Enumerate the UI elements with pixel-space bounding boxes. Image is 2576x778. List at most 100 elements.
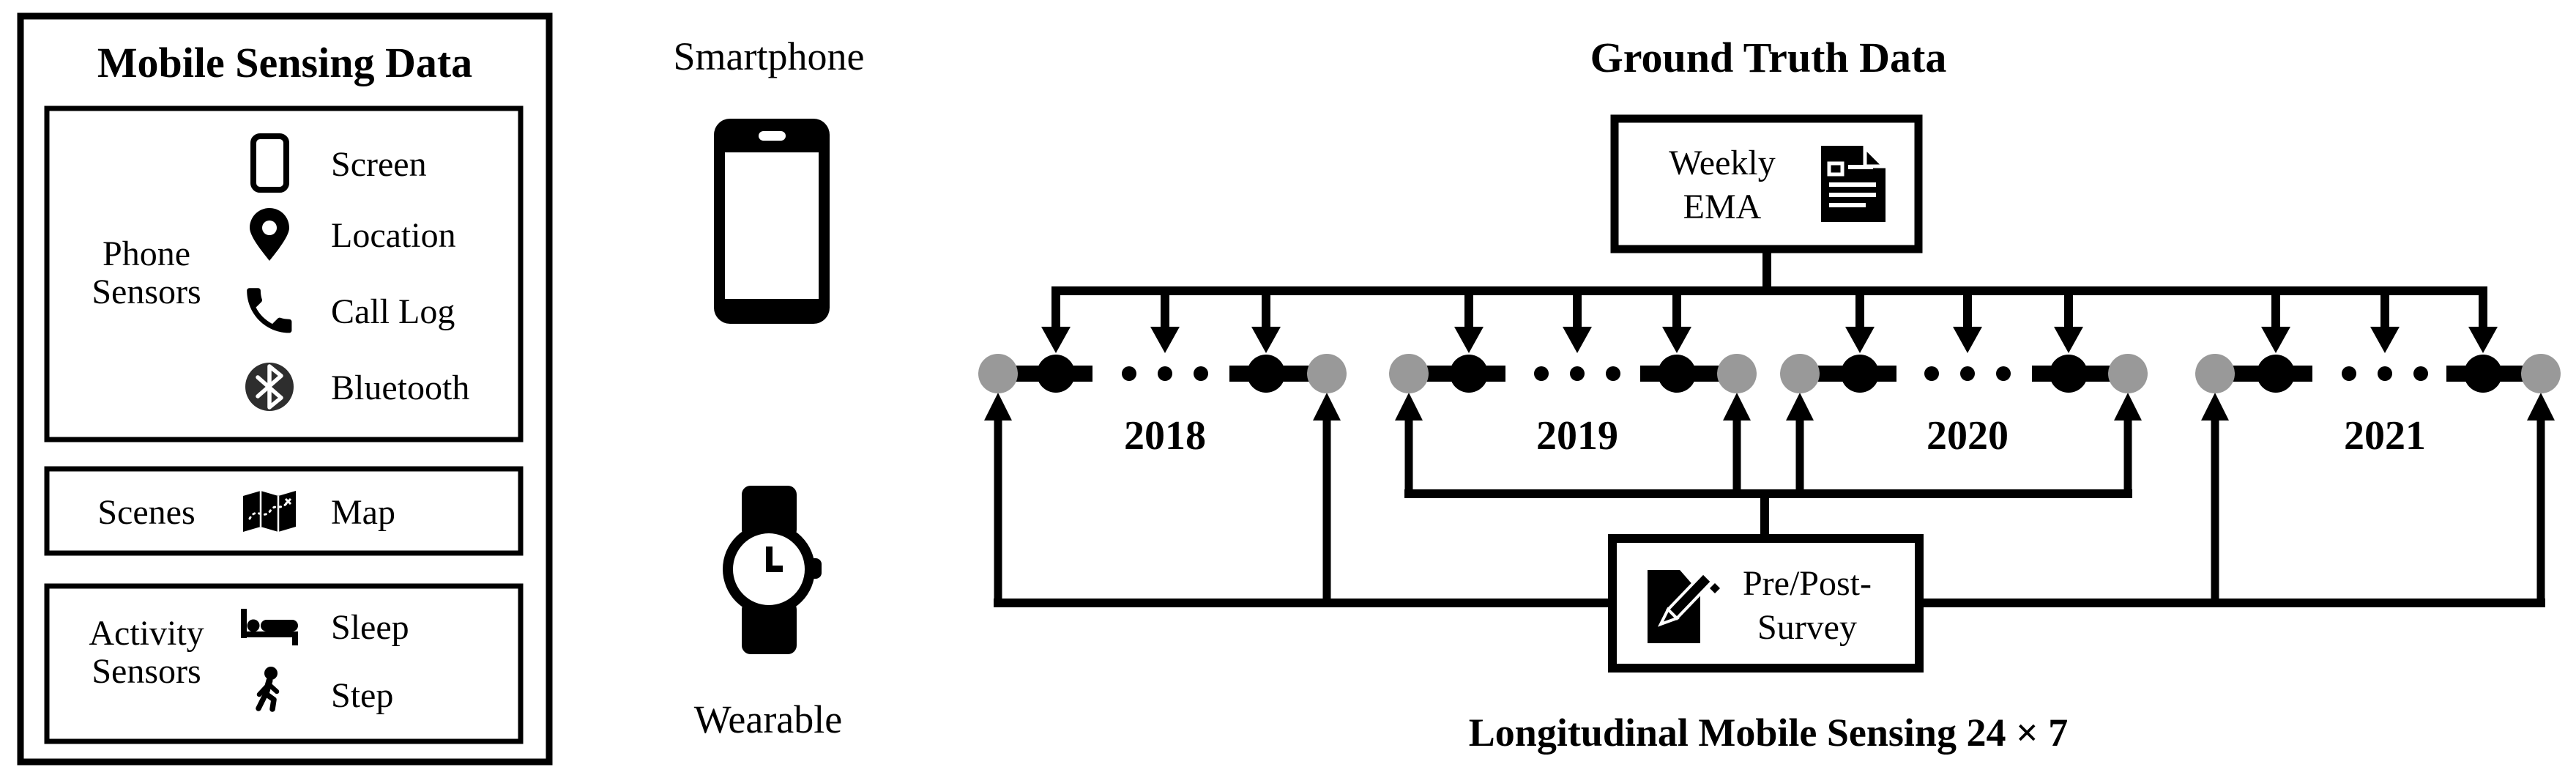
week-node xyxy=(1658,355,1696,393)
timeline-dot xyxy=(1570,366,1585,381)
survey-left-bracket-line xyxy=(994,599,1617,607)
week-node xyxy=(2050,355,2088,393)
survey-node xyxy=(2195,354,2235,393)
timeline-dot xyxy=(2342,366,2356,381)
timeline-dot xyxy=(1534,366,1549,381)
survey-up-arrow xyxy=(2114,393,2142,498)
survey-stem-line xyxy=(1760,494,1769,541)
survey-node xyxy=(2108,354,2148,393)
ema-down-arrow xyxy=(1953,291,1982,353)
wearable-label: Wearable xyxy=(694,697,843,741)
activity-sensors-box xyxy=(44,583,524,744)
survey-node xyxy=(1389,354,1429,393)
smartphone-icon xyxy=(714,119,830,324)
timeline: 2018 2019 xyxy=(978,354,2561,459)
activity-sensors-label-line1: Activity xyxy=(89,614,204,653)
ema-down-arrow xyxy=(2468,291,2498,353)
survey-arrows xyxy=(984,393,2555,607)
timeline-dot xyxy=(2378,366,2392,381)
year-segment-2018: 2018 xyxy=(978,354,1347,459)
year-label-2019: 2019 xyxy=(1536,413,1618,459)
scenes-group: Scenes Map xyxy=(44,466,524,556)
week-node xyxy=(2464,355,2502,393)
ema-distribution-line xyxy=(1051,286,2487,295)
ground-truth-title: Ground Truth Data xyxy=(1590,34,1947,81)
survey-up-arrow xyxy=(984,393,1012,607)
year-label-2018: 2018 xyxy=(1124,413,1206,459)
timeline-dot xyxy=(1158,366,1172,381)
weekly-ema-label-line2: EMA xyxy=(1683,188,1762,226)
survey-up-arrow xyxy=(2201,393,2229,607)
weekly-ema-label-line1: Weekly xyxy=(1669,144,1775,182)
sleep-label: Sleep xyxy=(331,608,409,647)
ema-down-arrow xyxy=(1041,291,1071,353)
timeline-dot xyxy=(1606,366,1620,381)
step-label: Step xyxy=(331,676,393,715)
ema-down-arrow xyxy=(1563,291,1592,353)
timeline-dot xyxy=(1996,366,2011,381)
location-label: Location xyxy=(331,216,456,255)
timeline-dot xyxy=(2413,366,2428,381)
mobile-sensing-panel: Mobile Sensing Data Phone Sensors Screen… xyxy=(17,12,553,766)
phone-sensors-group: Phone Sensors Screen Location Call Log B… xyxy=(44,105,524,442)
devices-column: Smartphone Wearable xyxy=(674,34,865,741)
ema-down-arrow xyxy=(1845,291,1875,353)
survey-label-line2: Survey xyxy=(1757,608,1857,647)
ground-truth-section: Ground Truth Data xyxy=(978,34,2561,755)
timeline-dot xyxy=(1960,366,1975,381)
location-icon xyxy=(250,208,289,261)
survey-label-line1: Pre/Post- xyxy=(1743,564,1872,603)
ema-down-arrow xyxy=(2261,291,2290,353)
ema-stem-line xyxy=(1762,246,1771,292)
ema-document-icon xyxy=(1821,142,1889,222)
wearable-watch-icon xyxy=(723,486,822,654)
weekly-ema-box: Weekly EMA xyxy=(1610,114,1923,253)
phone-sensors-label-line1: Phone xyxy=(103,234,190,273)
survey-up-arrow xyxy=(1786,393,1814,498)
connector-lines xyxy=(994,246,2545,607)
bottom-caption: Longitudinal Mobile Sensing 24 × 7 xyxy=(1469,711,2068,755)
survey-up-arrow xyxy=(2527,393,2555,607)
map-label: Map xyxy=(331,493,395,532)
survey-up-arrow xyxy=(1723,393,1751,498)
phone-sensors-label-line2: Sensors xyxy=(92,273,201,311)
sleep-bed-icon xyxy=(241,609,298,645)
week-node xyxy=(1450,355,1488,393)
ema-down-arrow xyxy=(1150,291,1180,353)
bluetooth-icon xyxy=(245,363,294,411)
survey-node xyxy=(1780,354,1820,393)
ema-down-arrow xyxy=(1251,291,1281,353)
ema-down-arrow xyxy=(2370,291,2400,353)
timeline-dot xyxy=(1122,366,1136,381)
call-log-icon xyxy=(247,288,292,333)
map-icon xyxy=(243,491,296,532)
year-segment-2021: 2021 xyxy=(2195,354,2561,459)
pre-post-survey-box: Pre/Post- Survey xyxy=(1608,534,1924,673)
year-label-2020: 2020 xyxy=(1927,413,2009,459)
survey-node xyxy=(1307,354,1347,393)
survey-up-arrow xyxy=(1395,393,1423,498)
survey-pencil-icon xyxy=(1648,570,1720,643)
mobile-sensing-title: Mobile Sensing Data xyxy=(97,39,472,86)
week-node xyxy=(1037,355,1075,393)
timeline-dot xyxy=(1194,366,1208,381)
ema-down-arrow xyxy=(1454,291,1484,353)
year-segment-2020: 2020 xyxy=(1780,354,2148,459)
survey-node xyxy=(1717,354,1757,393)
week-node xyxy=(2257,355,2295,393)
weekly-ema-arrows xyxy=(1041,291,2498,353)
activity-sensors-label-line2: Sensors xyxy=(92,652,201,691)
week-node xyxy=(1247,355,1285,393)
smartphone-label: Smartphone xyxy=(674,34,865,78)
survey-right-bracket-line xyxy=(1915,599,2545,607)
activity-sensors-group: Activity Sensors Sleep Step xyxy=(44,583,524,744)
ema-down-arrow xyxy=(2054,291,2083,353)
scenes-label: Scenes xyxy=(97,493,195,532)
survey-node xyxy=(978,354,1018,393)
week-node xyxy=(1841,355,1879,393)
bluetooth-label: Bluetooth xyxy=(331,368,469,407)
survey-up-arrow xyxy=(1313,393,1341,607)
year-label-2021: 2021 xyxy=(2344,413,2426,459)
